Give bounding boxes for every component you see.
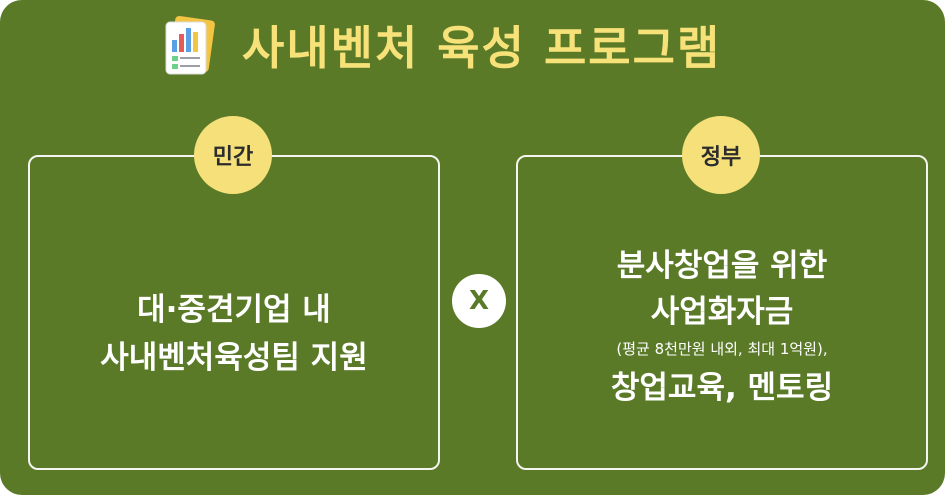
page-title: 사내벤처 육성 프로그램: [242, 21, 722, 75]
government-line-3: 창업교육, 멘토링: [610, 370, 834, 406]
chart-document-icon: [160, 12, 220, 82]
private-line-1: 대·중견기업 내: [137, 292, 331, 328]
private-sector-description: 대·중견기업 내 사내벤처육성팀 지원: [28, 286, 440, 382]
government-description: 분사창업을 위한 사업화자금 (평균 8천만원 내외, 최대 1억원), 창업교…: [516, 243, 928, 411]
title-row: 사내벤처 육성 프로그램: [0, 4, 945, 94]
government-line-2: 사업화자금: [650, 294, 794, 330]
government-line-1: 분사창업을 위한: [616, 248, 828, 284]
private-line-2: 사내벤처육성팀 지원: [100, 340, 368, 376]
private-sector-badge: 민간: [194, 116, 272, 194]
government-funding-note: (평균 8천만원 내외, 최대 1억원),: [616, 340, 828, 358]
government-badge: 정부: [682, 116, 760, 194]
multiply-icon: X: [452, 274, 506, 328]
